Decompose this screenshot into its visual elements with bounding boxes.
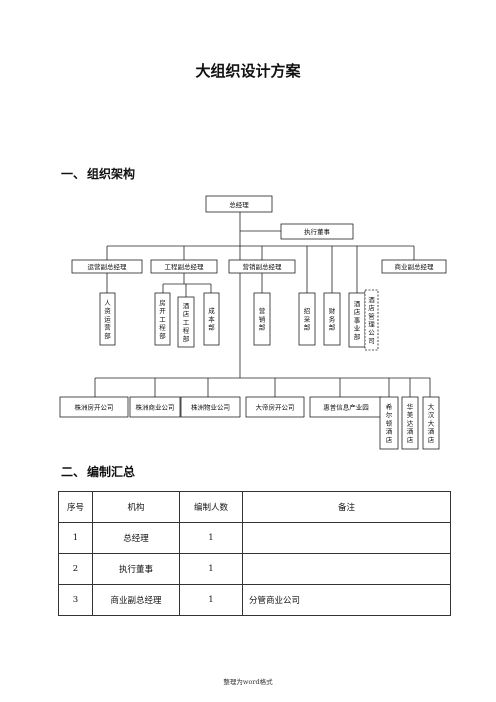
- org-companies: 株洲房开公司 株洲商业公司 株洲物业公司 大帝房开公司 惠普信息产业园 希尔顿酒店 华美达酒…: [59, 396, 440, 450]
- org-node-company: 华美达酒店: [401, 396, 419, 450]
- section-heading-org: 一、组织架构: [61, 165, 135, 182]
- org-node-label: 大汉大酒店: [428, 402, 435, 444]
- table-header-cell: 机构: [92, 491, 180, 523]
- org-node-company: 株洲商业公司: [129, 396, 181, 418]
- org-node-label: 财务部: [329, 306, 336, 331]
- org-chart: 总经理 执行董事 运营副总经理 工程副总经理 营销副总经理 商业副总经理 人资运…: [59, 195, 447, 450]
- org-node-department: 酒店工程部: [177, 296, 195, 348]
- org-node-label: 惠普信息产业园: [323, 402, 369, 411]
- org-node-label: 酒店管理公司: [368, 296, 375, 345]
- page-footer: 整理为word格式: [223, 678, 273, 686]
- org-node-label: 酒店事业部: [354, 300, 361, 341]
- org-node-vp: 营销副总经理: [228, 259, 296, 274]
- table-header-cell: 编制人数: [179, 491, 243, 523]
- org-node-company: 大帝房开公司: [245, 396, 305, 418]
- section-number: 二、: [61, 465, 86, 479]
- org-node-label: 成本部: [208, 306, 215, 331]
- org-node-company: 株洲物业公司: [180, 396, 241, 418]
- table-cell: 2: [58, 553, 93, 585]
- section-heading-summary: 二、编制汇总: [61, 463, 135, 480]
- table-row: 3 商业副总经理 1 分管商业公司: [58, 584, 451, 616]
- section-number: 一、: [61, 167, 86, 181]
- org-node-label: 房开工程部: [159, 298, 166, 340]
- org-node-company: 大汉大酒店: [422, 396, 440, 450]
- table-cell: 商业副总经理: [92, 584, 180, 616]
- table-row: 1 总经理 1: [58, 522, 451, 554]
- org-node-department: 人资运营部: [99, 292, 116, 346]
- org-node-label: 希尔顿酒店: [386, 402, 393, 444]
- org-node-label: 酒店工程部: [183, 302, 190, 343]
- svg-text:商业副总经理: 商业副总经理: [395, 262, 435, 271]
- table-cell: [242, 522, 451, 554]
- table-cell: 3: [58, 584, 93, 616]
- org-node-label: 华美达酒店: [407, 402, 414, 444]
- org-node-label: 株洲房开公司: [75, 402, 114, 411]
- svg-text:营销副总经理: 营销副总经理: [243, 262, 283, 271]
- org-node-department: 酒店管理公司: [364, 289, 379, 351]
- table-cell: 1: [179, 584, 243, 616]
- org-node-label: 人资运营部: [104, 299, 111, 340]
- org-node-department: 酒店事业部: [348, 292, 366, 348]
- org-node-ceo: 总经理: [205, 195, 273, 213]
- staffing-table: 序号 机构 编制人数 备注 1 总经理 1 2 执行董事 1 3 商业副总经理 …: [58, 491, 451, 616]
- org-node-department: 招采部: [298, 292, 316, 346]
- section-label: 组织架构: [87, 167, 136, 181]
- table-cell: 1: [179, 522, 243, 554]
- document-title: 大组织设计方案: [195, 62, 301, 80]
- table-cell: 分管商业公司: [242, 584, 451, 616]
- org-node-vp: 工程副总经理: [150, 259, 218, 274]
- org-node-company: 惠普信息产业园: [309, 396, 383, 418]
- org-node-vp: 运营副总经理: [71, 259, 143, 274]
- table-header-cell: 序号: [58, 491, 93, 523]
- table-header-row: 序号 机构 编制人数 备注: [58, 491, 451, 523]
- org-node-department: 财务部: [323, 292, 341, 346]
- section-label: 编制汇总: [87, 465, 136, 479]
- org-node-exec-director: 执行董事: [280, 223, 354, 240]
- table-cell: 总经理: [92, 522, 180, 554]
- org-node-company: 株洲房开公司: [59, 396, 129, 418]
- svg-text:工程副总经理: 工程副总经理: [165, 262, 205, 271]
- org-node-department: 营销部: [253, 292, 271, 346]
- org-node-label: 株洲商业公司: [136, 402, 175, 411]
- org-node-department: 房开工程部: [154, 292, 171, 346]
- table-row: 2 执行董事 1: [58, 553, 451, 585]
- table-header-cell: 备注: [242, 491, 451, 523]
- org-node-label: 执行董事: [304, 227, 331, 236]
- org-node-vp: 商业副总经理: [381, 259, 447, 274]
- org-connectors: [94, 212, 431, 397]
- org-node-department: 成本部: [203, 292, 220, 346]
- table-cell: 执行董事: [92, 553, 180, 585]
- svg-text:运营副总经理: 运营副总经理: [88, 262, 128, 271]
- table-cell: 1: [179, 553, 243, 585]
- org-node-label: 招采部: [304, 306, 311, 331]
- org-node-label: 株洲物业公司: [191, 402, 230, 411]
- org-node-label: 营销部: [259, 306, 266, 331]
- table-cell: 1: [58, 522, 93, 554]
- org-node-label: 总经理: [229, 200, 249, 209]
- table-cell: [242, 553, 451, 585]
- org-node-label: 大帝房开公司: [256, 402, 295, 411]
- org-node-company: 希尔顿酒店: [379, 396, 399, 450]
